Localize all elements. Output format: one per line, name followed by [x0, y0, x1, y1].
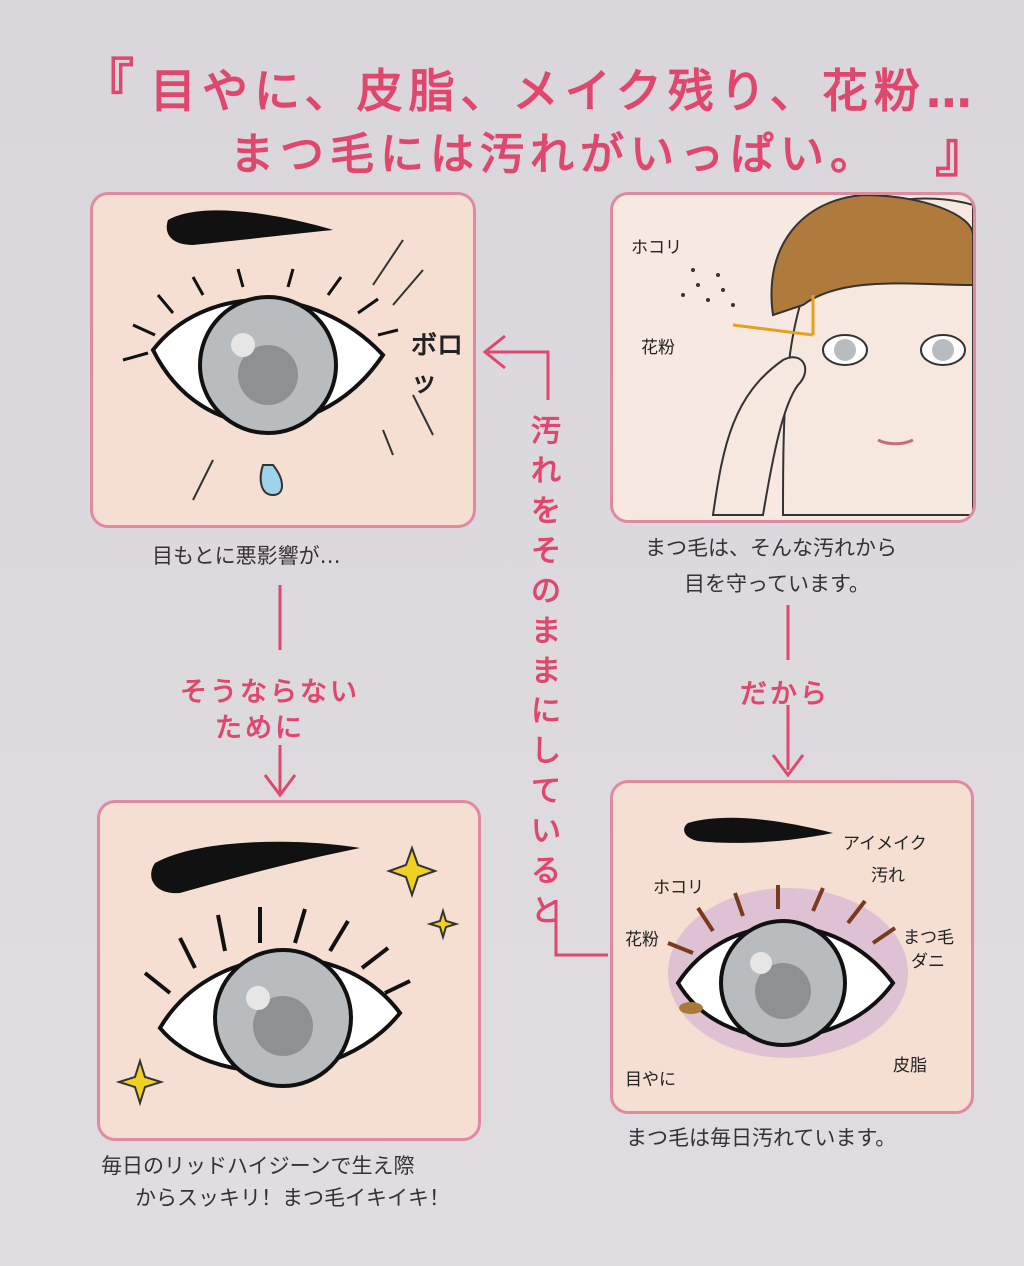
caption-top-right-line1: まつ毛は、そんな汚れから — [645, 536, 897, 560]
caption-bottom-right: まつ毛は毎日汚れています。 — [626, 1126, 897, 1150]
vertical-char: て — [531, 774, 561, 809]
caption-bottom-left-line1: 毎日のリッドハイジーンで生え際 — [101, 1154, 415, 1178]
label-dust: ホコリ — [631, 238, 682, 258]
label-dirt: 汚れ — [871, 866, 905, 886]
caption-bottom-left-line2: からスッキリ！まつ毛イキイキ！ — [135, 1186, 450, 1210]
page-title-line2: まつ毛には汚れがいっぱい。 — [230, 129, 880, 180]
panel-damaged-eye: ボロッ — [90, 192, 476, 528]
panel-healthy-eye — [97, 800, 481, 1141]
connector-text-vertical: 汚 れ を そ の ま ま に し て い る と — [528, 412, 564, 932]
label-pollen-br: 花粉 — [625, 930, 659, 950]
vertical-char: を — [531, 494, 561, 529]
vertical-char: ま — [531, 654, 561, 689]
label-mite-2: ダニ — [911, 952, 945, 972]
dirty-eye-illustration — [667, 817, 908, 1058]
vertical-char: そ — [531, 534, 561, 569]
label-pollen: 花粉 — [641, 338, 675, 358]
title-open-bracket: 『 — [80, 53, 134, 116]
vertical-char: ま — [531, 614, 561, 649]
damaged-eye-illustration — [122, 210, 434, 501]
caption-top-left: 目もとに悪影響が… — [152, 544, 341, 568]
label-dust-br: ホコリ — [653, 878, 704, 898]
vertical-char: る — [531, 854, 561, 889]
connector-text-right: だから — [740, 679, 830, 710]
caption-top-right-line2: 目を守っています。 — [684, 572, 870, 596]
label-eye-mucus: 目やに — [625, 1070, 676, 1090]
vertical-char: い — [531, 814, 561, 849]
label-sebum: 皮脂 — [893, 1056, 927, 1076]
page-title-line1: 目やに、皮脂、メイク残り、花粉… — [150, 64, 978, 118]
connector-text-left-2: ために — [215, 713, 305, 744]
vertical-char: れ — [531, 454, 561, 489]
vertical-char: の — [531, 574, 561, 609]
label-mite-1: まつ毛 — [903, 928, 954, 948]
label-eye-makeup: アイメイク — [843, 834, 927, 854]
sound-effect-text: ボロッ — [411, 331, 464, 398]
panel-woman-protecting-eye: ホコリ 花粉 — [610, 192, 976, 523]
woman-illustration — [681, 195, 973, 516]
healthy-eye-illustration — [115, 841, 460, 1107]
vertical-char: に — [531, 694, 561, 729]
panel-dirty-eye: ホコリ 花粉 アイメイク 汚れ まつ毛 ダニ 目やに 皮脂 — [610, 780, 974, 1114]
vertical-char: 汚 — [531, 414, 561, 449]
vertical-char: と — [531, 894, 561, 929]
connector-text-left-1: そうならない — [180, 677, 360, 708]
title-close-bracket: 』 — [935, 121, 989, 184]
vertical-char: し — [531, 734, 561, 769]
